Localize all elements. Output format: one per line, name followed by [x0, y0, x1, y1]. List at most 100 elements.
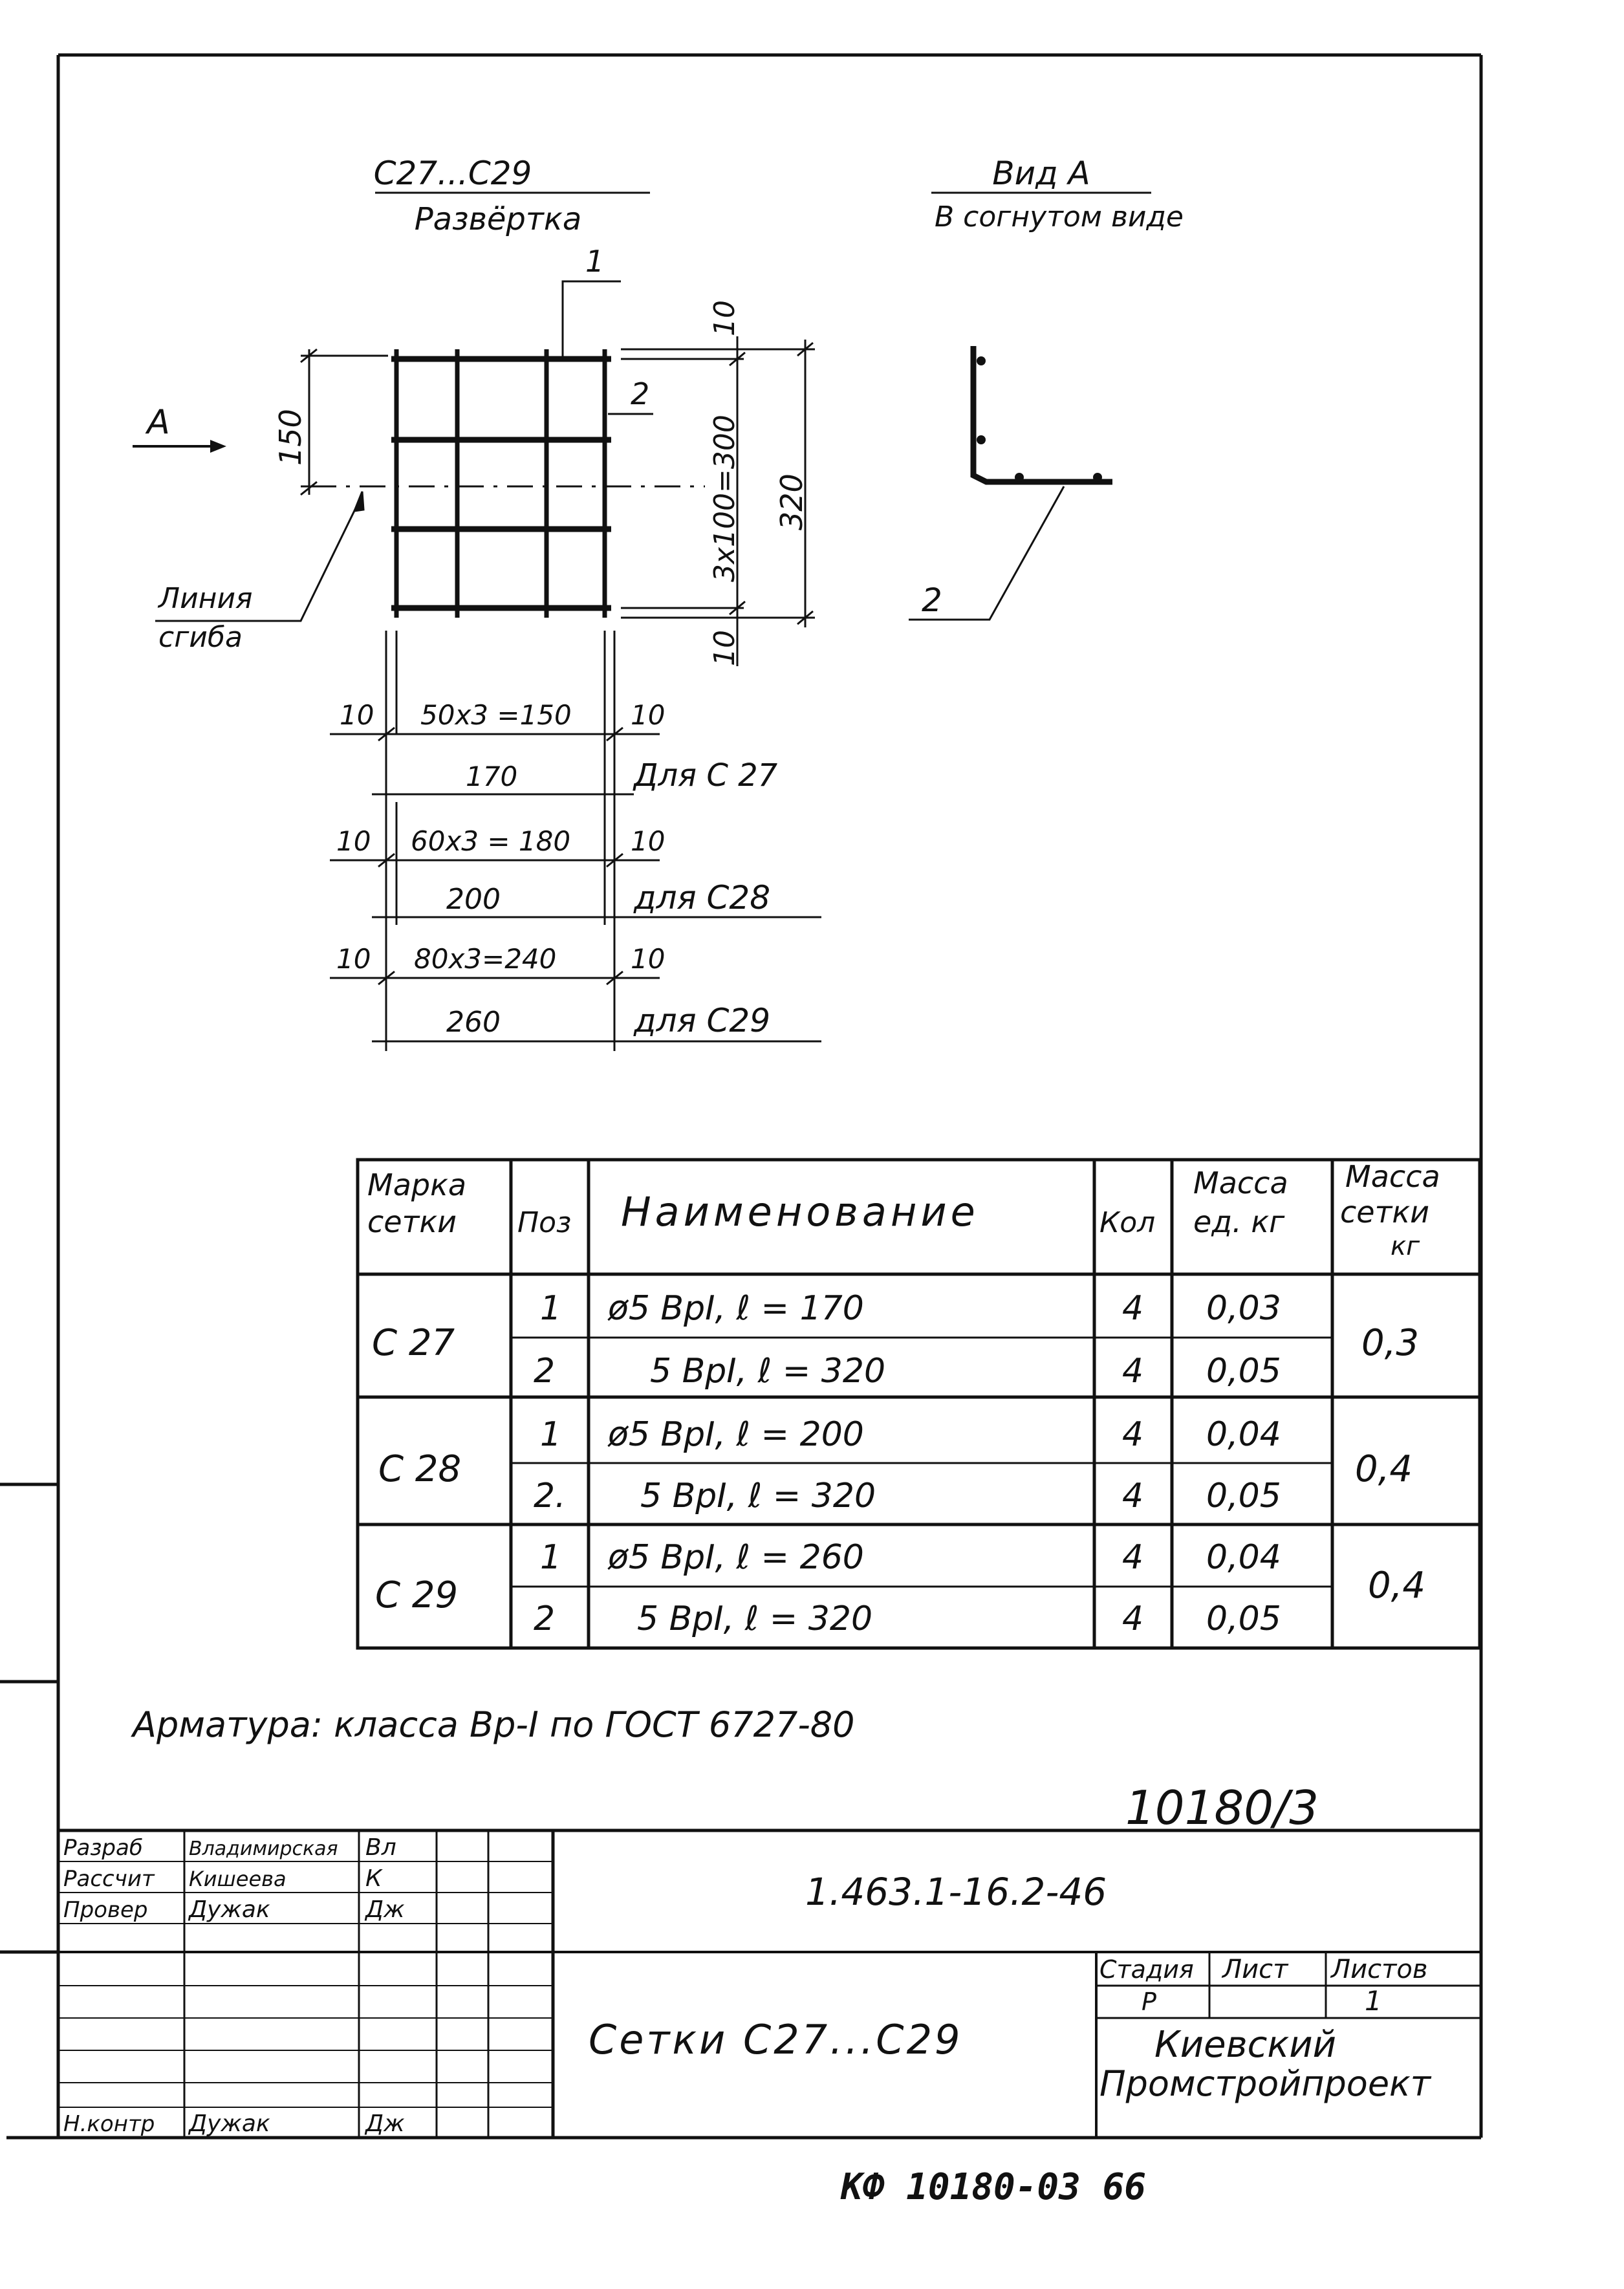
hdr-qty: Кол — [1099, 1206, 1155, 1239]
tb-org-line1: Киевский — [1154, 2024, 1336, 2066]
tb-name-3: Дужак — [188, 1896, 270, 1923]
c29-umass-2: 0,05 — [1206, 1600, 1281, 1638]
c28-dim-right: 10 — [631, 825, 665, 857]
c27-mark: С 27 — [372, 1322, 455, 1364]
footer-stamp: КФ 10180-03 66 — [840, 2166, 1146, 2208]
c27-dim-left: 10 — [340, 699, 374, 731]
c29-qty-2: 4 — [1122, 1600, 1143, 1638]
tb-role-3: Провер — [63, 1897, 148, 1923]
c28-mark: С 28 — [378, 1448, 461, 1490]
dims-c28 — [330, 852, 821, 918]
tb-sign-7: Дж — [364, 2110, 405, 2137]
c29-qty-1: 4 — [1122, 1538, 1143, 1577]
dim-extension-lines — [385, 631, 616, 1051]
c29-dim-total: 260 — [446, 1006, 501, 1039]
c28-name-1: ø5 ВрI, ℓ = 200 — [607, 1415, 864, 1454]
c29-name-2: 5 ВрI, ℓ = 320 — [637, 1600, 872, 1638]
dims-c29 — [330, 970, 821, 1043]
c27-umass-1: 0,03 — [1206, 1289, 1281, 1328]
c29-mark: С 29 — [375, 1574, 458, 1616]
c29-pos-1: 1 — [540, 1538, 561, 1577]
hdr-net-mass-3: кг — [1391, 1231, 1420, 1261]
tb-sheet-header: Лист — [1221, 1955, 1289, 1984]
tb-stage-value: Р — [1142, 1988, 1156, 2016]
hdr-unit-mass-2: ед. кг — [1193, 1204, 1285, 1239]
dim-150 — [300, 348, 388, 496]
c29-dim-right: 10 — [631, 943, 665, 975]
c29-mass: 0,4 — [1368, 1565, 1425, 1607]
tb-name-2: Кишеева — [189, 1867, 287, 1891]
c28-name-2: 5 ВрI, ℓ = 320 — [640, 1477, 876, 1515]
tb-stage-header: Стадия — [1099, 1955, 1194, 1984]
dim-150-label: 150 — [273, 409, 308, 466]
c27-name-1: ø5 ВрI, ℓ = 170 — [607, 1289, 864, 1328]
c28-qty-2: 4 — [1122, 1477, 1143, 1515]
leader-1 — [561, 280, 621, 359]
dims-c27 — [330, 726, 660, 796]
tb-sign-3: Дж — [364, 1896, 405, 1923]
tb-role-2: Рассчит — [63, 1866, 155, 1892]
c27-dim-mid: 50х3 =150 — [420, 699, 572, 731]
bend-label-line2: сгиба — [158, 621, 243, 654]
view-subtitle: В согнутом виде — [935, 201, 1184, 233]
sheet-frame — [0, 53, 1483, 2140]
c28-label: для С28 — [633, 879, 770, 917]
handwritten-number: 10180/3 — [1125, 1781, 1319, 1835]
bent-bar — [970, 346, 1112, 485]
view-arrow: А — [133, 403, 226, 453]
tb-name-1: Владимирская — [189, 1838, 338, 1860]
leader-2-label: 2 — [631, 376, 649, 411]
hdr-pos: Поз — [517, 1206, 571, 1239]
dim-320: 320 — [774, 473, 809, 530]
bent-view: Вид А В согнутом виде 2 — [909, 155, 1184, 621]
c28-dim-total: 200 — [446, 883, 501, 916]
dim-10-top: 10 — [708, 300, 741, 336]
dim-300: 3х100=300 — [708, 415, 741, 582]
c27-umass-2: 0,05 — [1206, 1352, 1281, 1391]
bend-label-line1: Линия — [157, 582, 253, 615]
arrow-label: А — [145, 403, 170, 442]
reinforcement-note: Арматура: класса Вр-I по ГОСТ 6727-80 — [131, 1704, 855, 1745]
tb-doc-code: 1.463.1-16.2-46 — [805, 1870, 1107, 1914]
c29-label: для С29 — [633, 1002, 770, 1039]
c28-pos-1: 1 — [540, 1415, 561, 1454]
c27-dim-right: 10 — [631, 699, 665, 731]
tb-role-1: Разраб — [63, 1835, 143, 1861]
drawing-subtitle: Развёртка — [415, 201, 582, 237]
dim-right — [621, 336, 815, 666]
tb-sheets-value: 1 — [1365, 1985, 1382, 2017]
drawing-title: С27...С29 — [374, 155, 532, 192]
c28-mass: 0,4 — [1355, 1448, 1413, 1490]
hdr-mark-2: сетки — [367, 1204, 457, 1239]
tb-role-7: Н.контр — [63, 2111, 155, 2137]
bend-leader — [155, 491, 365, 622]
dim-10-bottom: 10 — [708, 630, 741, 666]
hdr-net-mass-1: Масса — [1345, 1159, 1440, 1194]
view-title: Вид А — [992, 155, 1090, 192]
tb-sign-2: К — [365, 1865, 383, 1892]
mesh-grid — [391, 349, 611, 618]
c29-name-1: ø5 ВрI, ℓ = 260 — [607, 1538, 864, 1577]
c28-dim-mid: 60х3 = 180 — [411, 825, 570, 857]
c27-mass: 0,3 — [1361, 1322, 1419, 1364]
hdr-net-mass-2: сетки — [1340, 1195, 1429, 1230]
hdr-name: Наименование — [621, 1188, 979, 1235]
tb-sign-1: Вл — [365, 1834, 396, 1861]
spec-table-grid — [356, 1158, 1482, 1650]
c27-pos-2: 2 — [534, 1352, 555, 1391]
hdr-unit-mass-1: Масса — [1193, 1166, 1288, 1200]
c27-label: Для С 27 — [633, 757, 778, 794]
tb-org-line2: Промстройпроект — [1099, 2063, 1432, 2104]
tb-sheets-header: Листов — [1330, 1955, 1427, 1984]
c28-pos-2: 2. — [534, 1477, 566, 1515]
tb-doc-title: Сетки С27...С29 — [589, 2016, 963, 2063]
c27-qty-2: 4 — [1122, 1352, 1143, 1391]
c29-dim-mid: 80х3=240 — [414, 943, 556, 975]
c29-umass-1: 0,04 — [1206, 1538, 1281, 1577]
c28-umass-1: 0,04 — [1206, 1415, 1281, 1454]
leader-1-label: 1 — [585, 244, 604, 279]
c28-dim-left: 10 — [336, 825, 371, 857]
c29-dim-left: 10 — [336, 943, 371, 975]
spec-table: Марка сетки Поз Наименование Кол Масса е… — [356, 1158, 1482, 1650]
